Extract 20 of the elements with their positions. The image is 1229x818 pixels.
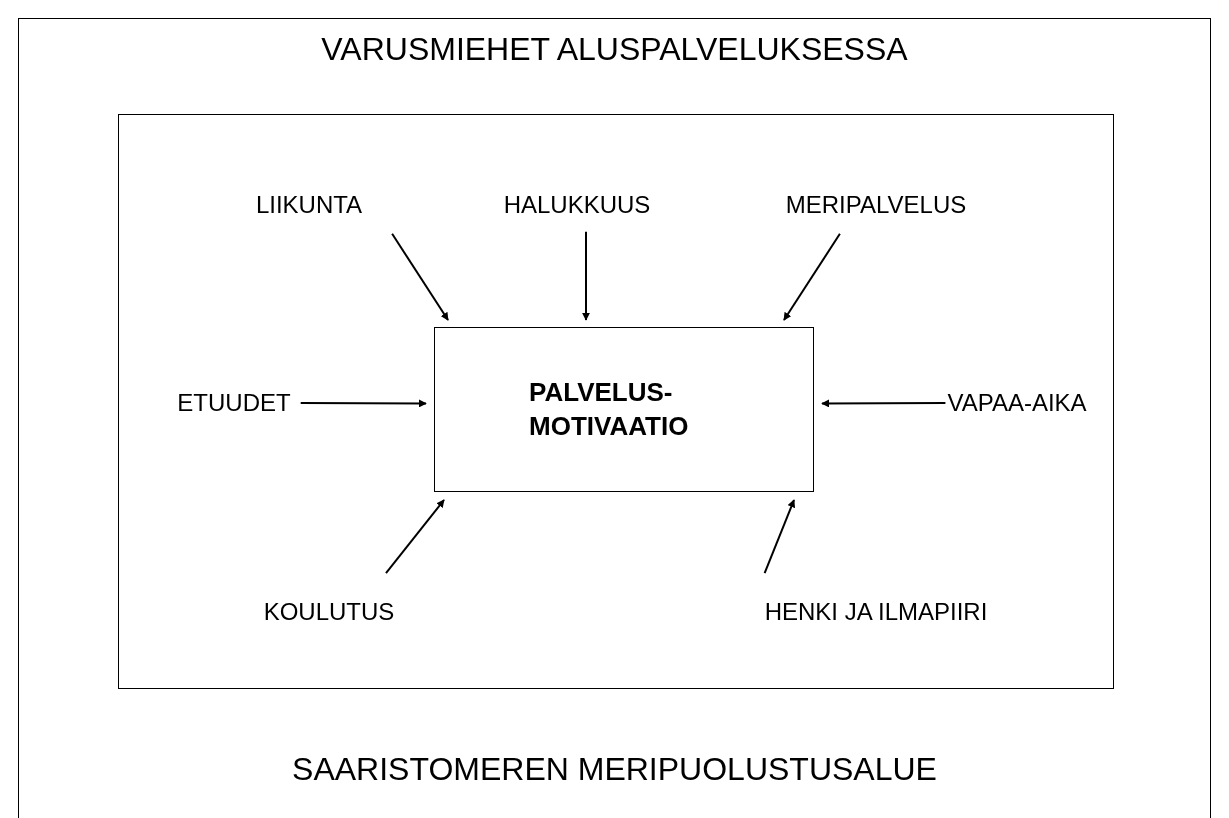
- arrow: [385, 499, 445, 575]
- arrow: [299, 399, 427, 408]
- factor-label: LIIKUNTA: [255, 191, 363, 219]
- factor-label: MERIPALVELUS: [785, 191, 967, 219]
- region-title: VARUSMIEHET ALUSPALVELUKSESSA: [320, 31, 909, 68]
- factor-label: VAPAA-AIKA: [947, 389, 1087, 417]
- concept-title: PALVELUS- MOTIVAATIO: [529, 375, 690, 443]
- concept-box: [434, 327, 814, 492]
- factor-label: ETUUDET: [177, 389, 291, 417]
- arrow: [763, 499, 796, 575]
- region-frame: [18, 18, 1211, 818]
- factor-label: HALUKKUUS: [503, 191, 651, 219]
- factor-label: HENKI JA ILMAPIIRI: [764, 598, 988, 626]
- arrow: [582, 230, 590, 321]
- arrow: [783, 232, 841, 321]
- factor-label: KOULUTUS: [263, 598, 395, 626]
- region-title: SAARISTOMEREN MERIPUOLUSTUSALUE: [291, 751, 938, 788]
- inner-frame: [118, 114, 1114, 689]
- arrow: [821, 399, 947, 408]
- arrow: [391, 232, 449, 321]
